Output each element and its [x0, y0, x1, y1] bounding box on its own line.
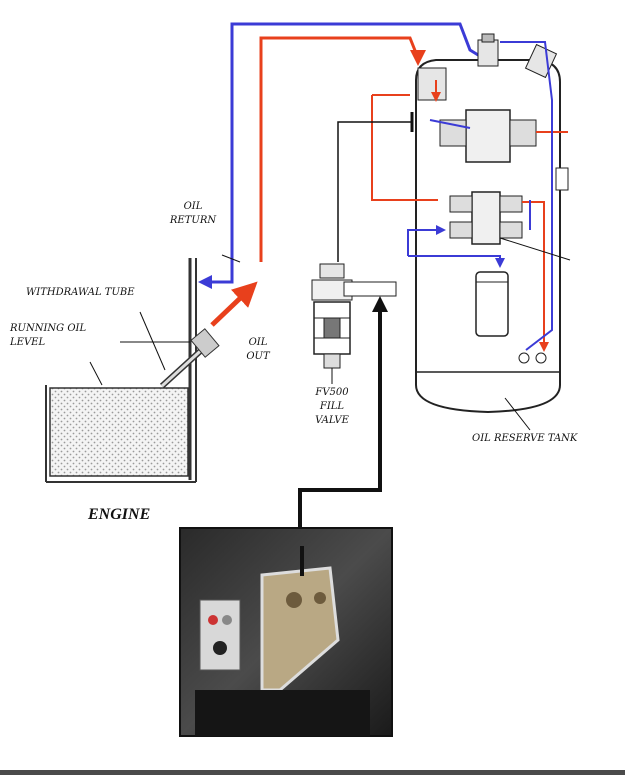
withdrawal-tube-label: WITHDRAWAL TUBE: [26, 287, 135, 298]
oil-out-label: OIL OUT: [246, 337, 270, 362]
control-wire: [298, 112, 414, 548]
installation-photo: [179, 527, 393, 737]
engine-label: ENGINE: [88, 506, 151, 523]
oil-return-label: OIL RETURN: [169, 201, 217, 226]
bottom-border: [0, 770, 625, 775]
oil-reserve-tank-label: OIL RESERVE TANK: [472, 433, 578, 444]
withdrawal-tube: [89, 311, 220, 389]
oil-return-line: [198, 22, 484, 289]
oil-reserve-tank: [371, 33, 571, 431]
fill-valve-label: FV500 FILL VALVE: [315, 387, 349, 426]
engine-crankcase: [45, 258, 197, 483]
oil-out-line: [210, 36, 426, 327]
fill-valve: [311, 263, 397, 384]
running-oil-level-label: RUNNING OIL LEVEL: [10, 323, 87, 348]
